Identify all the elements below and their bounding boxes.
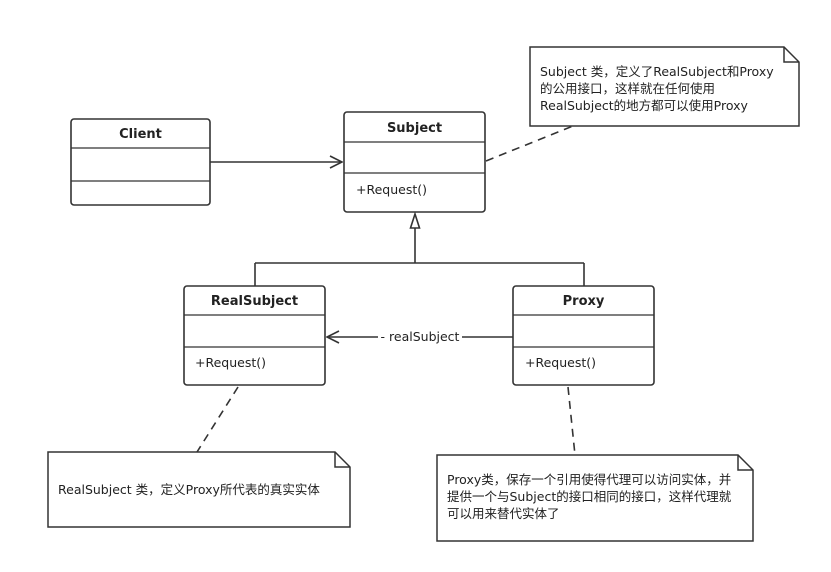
class-client-name: Client	[119, 127, 162, 142]
class-real-subject-operation: +Request()	[195, 355, 266, 370]
class-real-subject-name: RealSubject	[211, 294, 298, 309]
inheritance-triangle-icon	[409, 211, 421, 229]
note-subject-line-3: RealSubject的地方都可以使用Proxy	[540, 98, 749, 113]
association-proxy-realsubject[interactable]: - realSubject	[327, 329, 513, 344]
class-client[interactable]: Client	[70, 118, 211, 206]
class-proxy[interactable]: Proxy +Request()	[512, 285, 655, 386]
note-real-subject-connector	[196, 386, 239, 453]
class-real-subject[interactable]: RealSubject +Request()	[183, 285, 326, 386]
generalization-to-subject[interactable]	[254, 211, 585, 286]
note-proxy-line-3: 可以用来替代实体了	[447, 506, 560, 521]
note-proxy[interactable]: Proxy类，保存一个引用使得代理可以访问实体，并 提供一个与Subject的接…	[436, 454, 754, 542]
note-proxy-connector	[567, 386, 576, 456]
class-subject-operation: +Request()	[356, 182, 427, 197]
note-real-subject[interactable]: RealSubject 类，定义Proxy所代表的真实实体	[47, 451, 351, 528]
association-label-realsubject: - realSubject	[381, 329, 460, 344]
note-proxy-line-2: 提供一个与Subject的接口相同的接口，这样代理就	[447, 489, 732, 504]
note-proxy-line-1: Proxy类，保存一个引用使得代理可以访问实体，并	[447, 472, 731, 487]
class-proxy-name: Proxy	[563, 294, 605, 309]
note-subject-line-1: Subject 类，定义了RealSubject和Proxy	[540, 64, 774, 79]
note-subject-line-2: 的公用接口，这样就在任何使用	[540, 81, 715, 96]
note-subject-connector	[485, 125, 574, 162]
class-subject[interactable]: Subject +Request()	[343, 111, 486, 213]
class-subject-name: Subject	[387, 121, 442, 136]
class-proxy-operation: +Request()	[525, 355, 596, 370]
note-subject[interactable]: Subject 类，定义了RealSubject和Proxy 的公用接口，这样就…	[529, 46, 800, 127]
note-real-subject-line-1: RealSubject 类，定义Proxy所代表的真实实体	[58, 482, 320, 497]
